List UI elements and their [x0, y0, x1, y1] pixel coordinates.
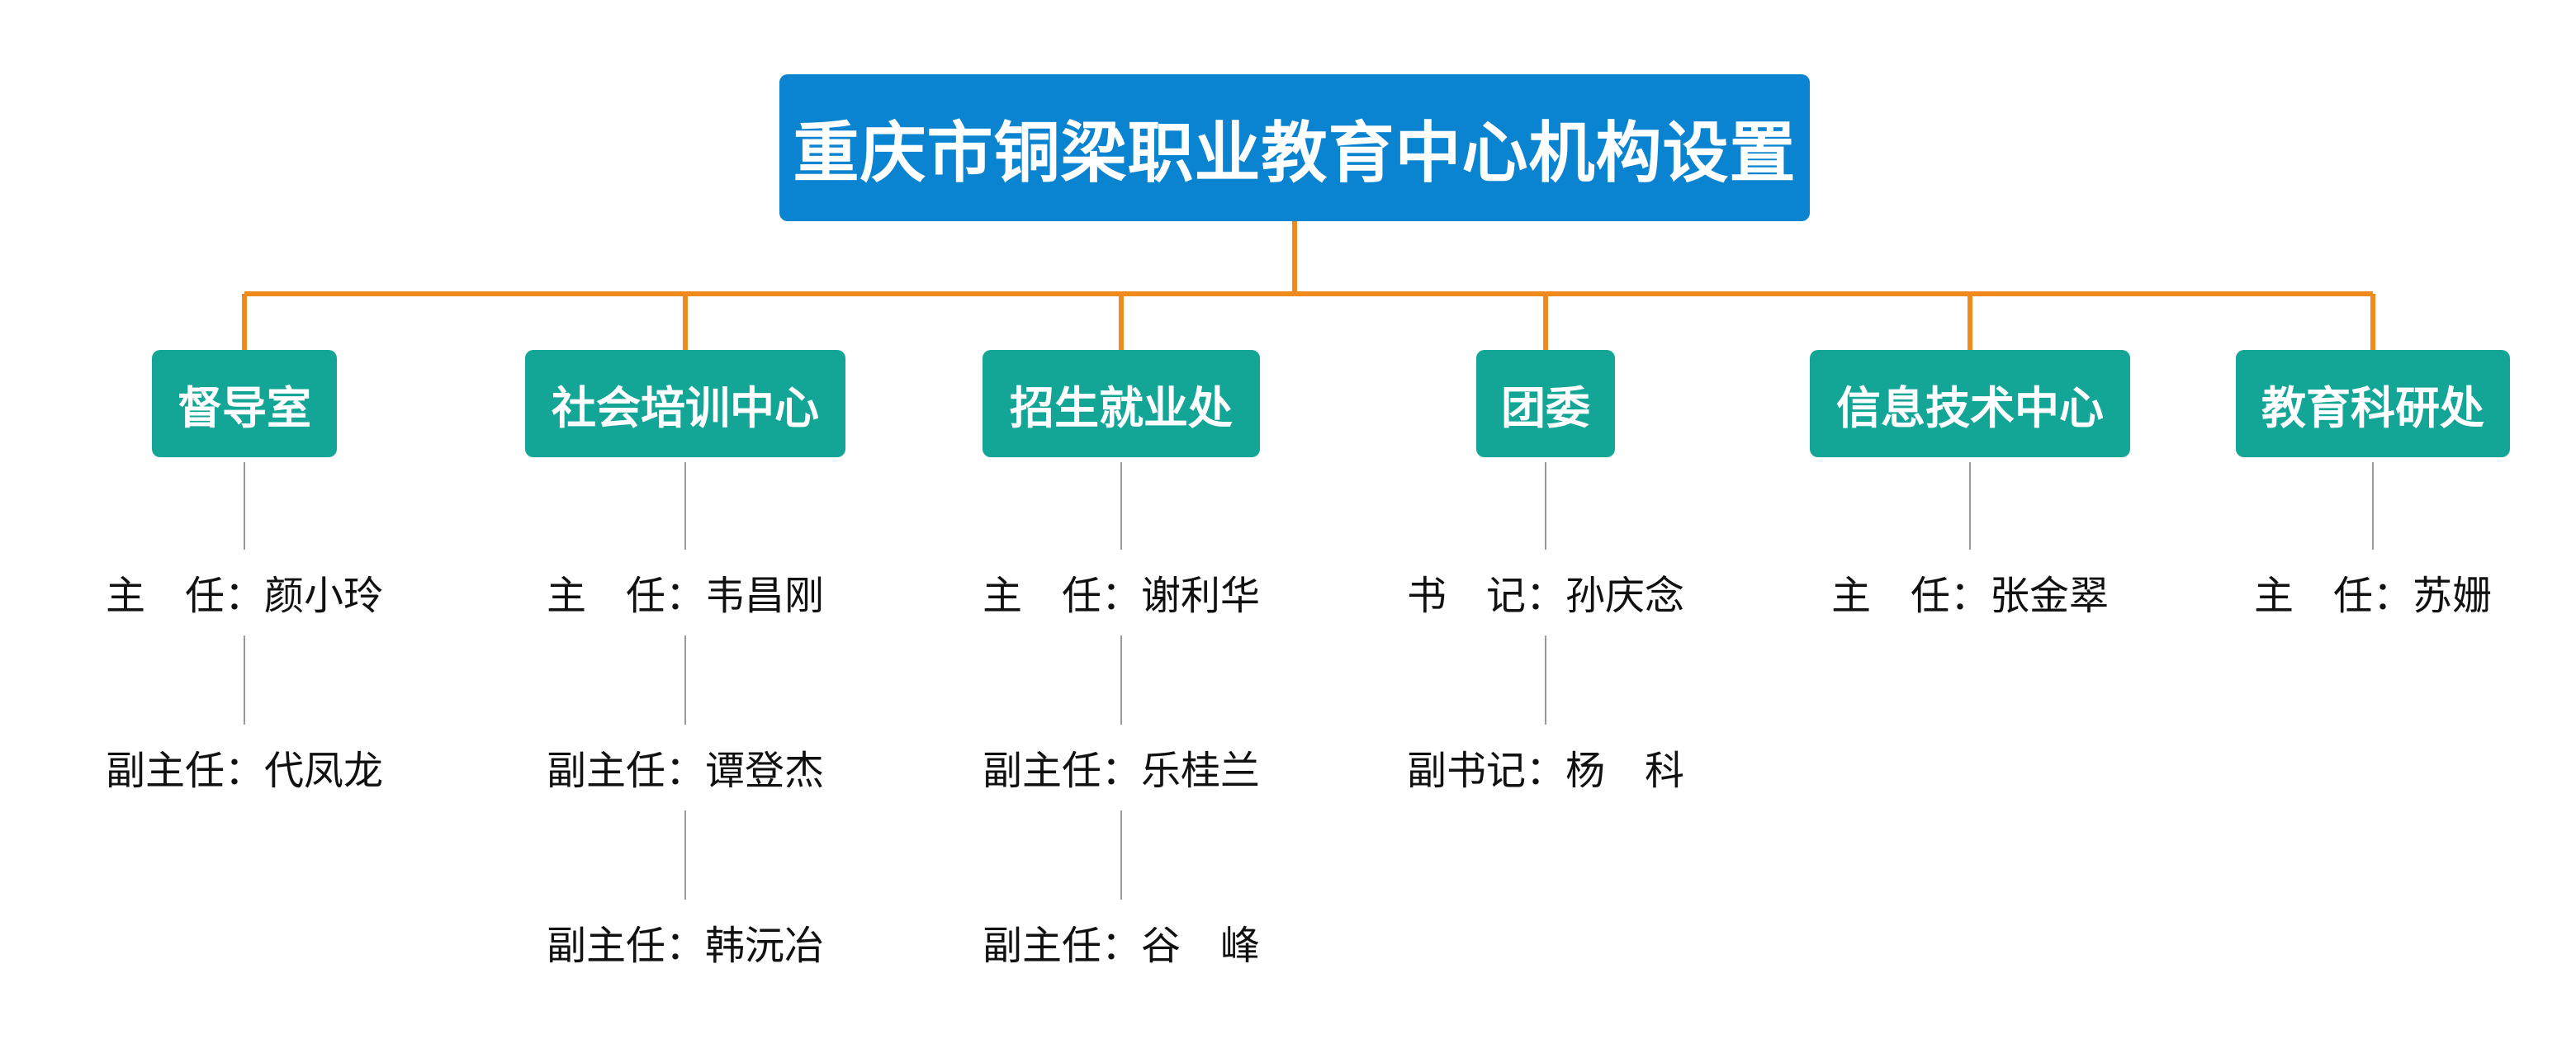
- staff-role: 主 任：: [1830, 573, 1990, 619]
- staff-entry: 主 任： 张金翠: [1831, 563, 2109, 621]
- root-node: 重庆市铜梁职业教育中心机构设置: [779, 74, 1810, 221]
- staff-role: 主 任：: [105, 573, 264, 619]
- staff-entry: 副书记： 杨 科: [1407, 738, 1684, 796]
- staff-name: 代凤龙: [264, 748, 384, 794]
- dept-node-shehui-peixun: 社会培训中心: [525, 350, 845, 457]
- staff-role: 副书记：: [1406, 748, 1565, 794]
- dept-label: 督导室: [178, 381, 311, 434]
- staff-name: 张金翠: [1990, 573, 2110, 619]
- dept-node-tuanwei: 团委: [1476, 350, 1615, 457]
- staff-role: 主 任：: [982, 573, 1141, 619]
- staff-role: 书 记：: [1406, 573, 1565, 619]
- staff-role: 副主任：: [546, 748, 705, 794]
- staff-role: 主 任：: [546, 573, 705, 619]
- staff-entry: 主 任： 苏姗: [2254, 563, 2492, 621]
- staff-entry: 主 任： 韦昌刚: [547, 563, 824, 621]
- staff-name: 谢利华: [1141, 573, 1261, 619]
- staff-entry: 副主任： 乐桂兰: [983, 738, 1260, 796]
- staff-name: 苏姗: [2413, 573, 2493, 619]
- dept-node-xinxi-jishu: 信息技术中心: [1810, 350, 2130, 457]
- dept-label: 社会培训中心: [552, 381, 819, 434]
- staff-name: 颜小玲: [264, 573, 384, 619]
- staff-name: 谭登杰: [705, 748, 825, 794]
- staff-name: 乐桂兰: [1141, 748, 1261, 794]
- staff-entry: 副主任： 谭登杰: [547, 738, 824, 796]
- staff-name: 杨 科: [1565, 748, 1685, 794]
- dept-label: 团委: [1501, 381, 1590, 434]
- staff-role: 副主任：: [546, 923, 705, 969]
- dept-node-duidaoshi: 督导室: [152, 350, 337, 457]
- staff-name: 孙庆念: [1565, 573, 1685, 619]
- staff-role: 副主任：: [982, 748, 1141, 794]
- staff-entry: 书 记： 孙庆念: [1407, 563, 1684, 621]
- dept-node-jiaoyu-keyan: 教育科研处: [2236, 350, 2510, 457]
- dept-label: 信息技术中心: [1836, 381, 2104, 434]
- dept-label: 招生就业处: [1010, 381, 1233, 434]
- staff-entry: 主 任： 颜小玲: [106, 563, 383, 621]
- staff-entry: 副主任： 谷 峰: [983, 913, 1260, 971]
- staff-role: 副主任：: [105, 748, 264, 794]
- staff-entry: 副主任： 韩沅冶: [547, 913, 824, 971]
- dept-label: 教育科研处: [2261, 381, 2484, 434]
- staff-role: 主 任：: [2253, 573, 2413, 619]
- staff-name: 韦昌刚: [705, 573, 825, 619]
- dept-node-zhaosheng-jiuye: 招生就业处: [983, 350, 1260, 457]
- staff-entry: 副主任： 代凤龙: [106, 738, 383, 796]
- staff-name: 韩沅冶: [705, 923, 825, 969]
- staff-entry: 主 任： 谢利华: [983, 563, 1260, 621]
- staff-role: 副主任：: [982, 923, 1141, 969]
- root-title: 重庆市铜梁职业教育中心机构设置: [793, 115, 1797, 191]
- staff-name: 谷 峰: [1141, 923, 1261, 969]
